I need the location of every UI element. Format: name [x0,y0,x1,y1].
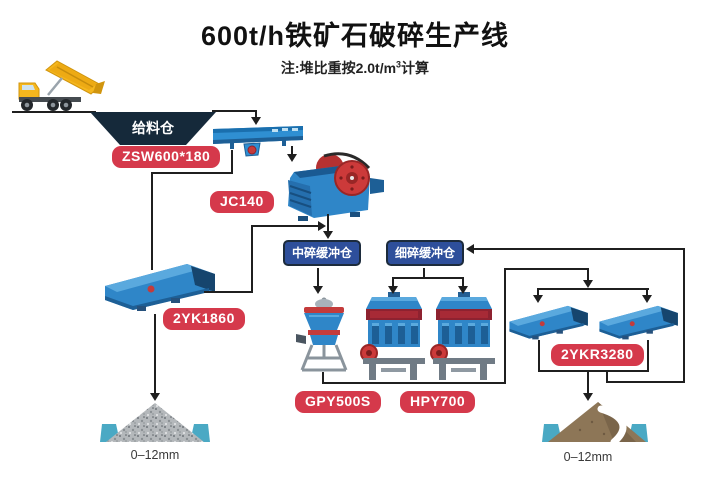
flow-arrow [251,117,261,125]
fine-crush-buffer-bin: 细碎缓冲仓 [386,240,465,266]
flow-line [251,225,318,227]
flow-arrow [287,154,297,162]
tag-cone-multi-model: HPY700 [400,391,476,413]
flow-line [606,381,685,383]
flow-line [504,268,589,270]
cone-crusher-single-illustration [296,297,348,372]
flow-line [392,277,394,287]
flow-arrow [323,231,333,239]
vibrating-feeder-illustration [213,126,303,157]
flow-line [291,146,293,155]
flow-arrow [642,295,652,303]
vibrating-screen-secondary-illustration [599,305,678,340]
flow-line [538,370,649,372]
tag-feeder-model: ZSW600*180 [112,146,221,168]
product-size-left: 0–12mm [130,448,180,462]
flow-arrow [583,393,593,401]
flow-line [683,248,685,383]
flow-line [322,372,324,383]
flow-line [317,268,319,287]
note-text: 注:堆比重按2.0t/m3计算 [280,59,430,76]
product-size-right: 0–12mm [563,450,613,464]
flow-arrow [313,286,323,294]
flow-line [606,370,608,383]
flow-line [647,340,649,372]
cone-crusher-multi-illustration [430,292,495,380]
flow-line [537,288,649,290]
flow-arrow [458,286,468,294]
flow-line [255,110,257,118]
flow-line [504,268,506,384]
tag-screens-secondary-model: 2YKR3280 [551,344,644,366]
vibrating-screen-secondary-illustration [509,305,588,340]
flow-line [587,268,589,281]
flow-line [538,340,540,372]
dump-truck-icon [18,60,105,111]
tag-cone-single-model: GPY500S [295,391,381,413]
flow-line [587,370,589,394]
flow-line [204,291,253,293]
flow-line [392,277,464,279]
vibrating-screen-primary-illustration [105,264,215,311]
flow-line [322,382,506,384]
flow-arrow [466,244,474,254]
flow-line [151,172,233,174]
feed-bin-label: 给料仓 [132,120,174,136]
jaw-crusher-illustration [288,152,384,221]
flow-line [212,110,257,112]
flow-line [154,314,156,394]
feed-hopper-shape [90,112,216,145]
flow-arrow [150,393,160,401]
tag-jaw-crusher-model: JC140 [210,191,274,213]
flow-line [462,277,464,287]
flow-line [151,172,153,270]
flow-arrow [583,280,593,288]
gravel-pile-illustration [100,403,210,442]
flow-arrow [533,295,543,303]
flow-line [327,214,329,232]
cone-crusher-multi-illustration [360,292,425,380]
flow-line [231,150,233,174]
flow-line [251,225,253,293]
flow-arrow [388,286,398,294]
flow-arrow [318,221,326,231]
tag-screen-primary-model: 2YK1860 [163,308,245,330]
sand-pile-illustration [542,402,648,446]
flow-line [472,248,685,250]
medium-crush-buffer-bin: 中碎缓冲仓 [283,240,362,266]
ground-line [12,111,96,113]
flow-line [537,288,539,296]
flow-line [423,268,425,279]
page-title: 600t/h铁矿石破碎生产线 [200,21,510,51]
flow-line [646,288,648,296]
